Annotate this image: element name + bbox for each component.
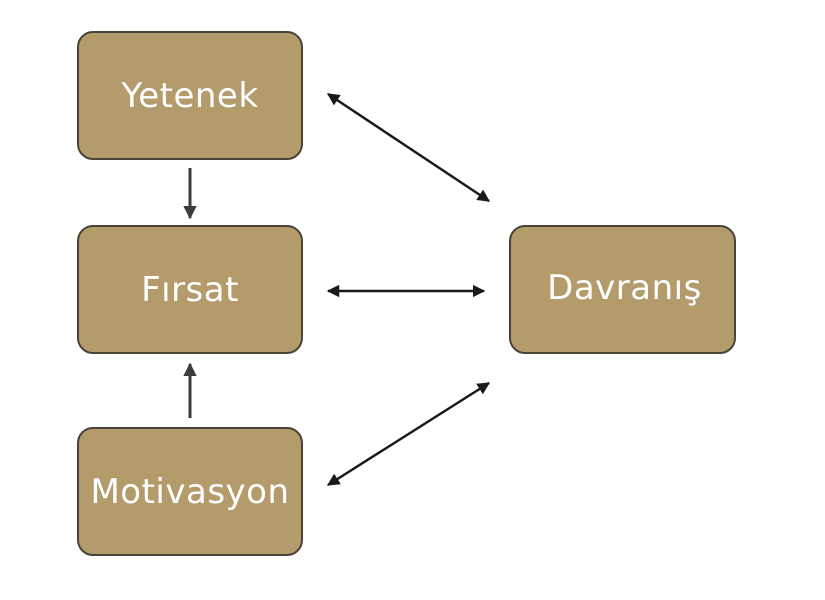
node-firsat-label: Fırsat (141, 269, 239, 310)
arrow-motivasyon-davranis (326, 381, 491, 487)
arrow-yetenek-davranis (326, 92, 491, 203)
node-davranis-label: Davranış (547, 267, 702, 308)
node-firsat: Fırsat (77, 225, 303, 354)
node-yetenek: Yetenek (77, 31, 303, 160)
node-yetenek-label: Yetenek (121, 75, 259, 116)
node-motivasyon: Motivasyon (77, 427, 303, 556)
node-davranis: Davranış (509, 225, 736, 354)
node-motivasyon-label: Motivasyon (90, 471, 290, 512)
